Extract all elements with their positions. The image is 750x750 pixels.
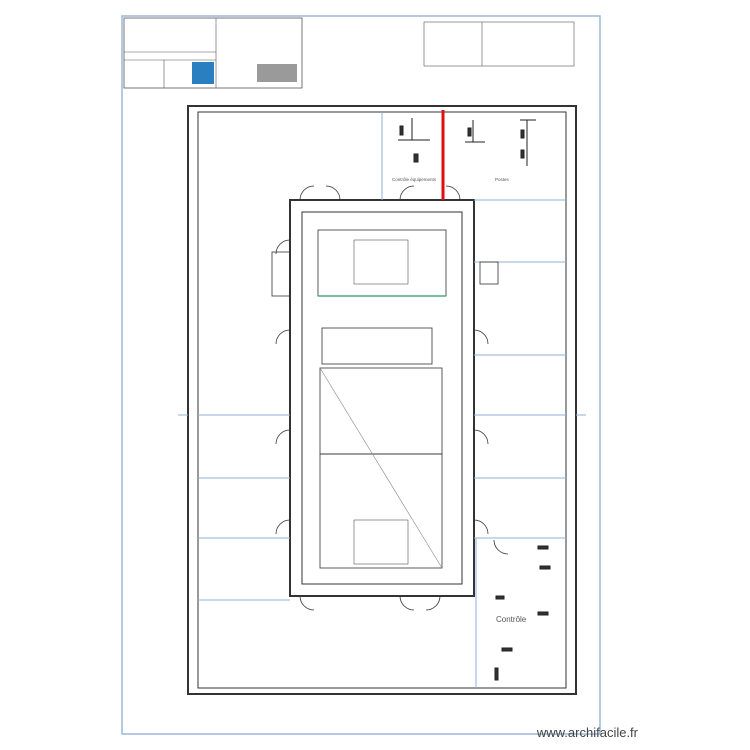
room-label-controle: Contrôle bbox=[496, 615, 527, 624]
watermark: www.archifacile.fr bbox=[536, 725, 638, 740]
core-rooms bbox=[271, 229, 499, 569]
stairs bbox=[353, 239, 409, 565]
logo bbox=[192, 62, 214, 84]
sheet-frame bbox=[121, 15, 601, 735]
desks bbox=[398, 118, 551, 681]
title-block bbox=[123, 17, 575, 89]
partitions bbox=[178, 112, 586, 688]
doors bbox=[275, 185, 509, 611]
room-label-controle-equipements: Contrôle équipements bbox=[392, 177, 437, 182]
grey-logo-box bbox=[257, 64, 297, 82]
room-label-postes: Postes bbox=[495, 177, 510, 182]
